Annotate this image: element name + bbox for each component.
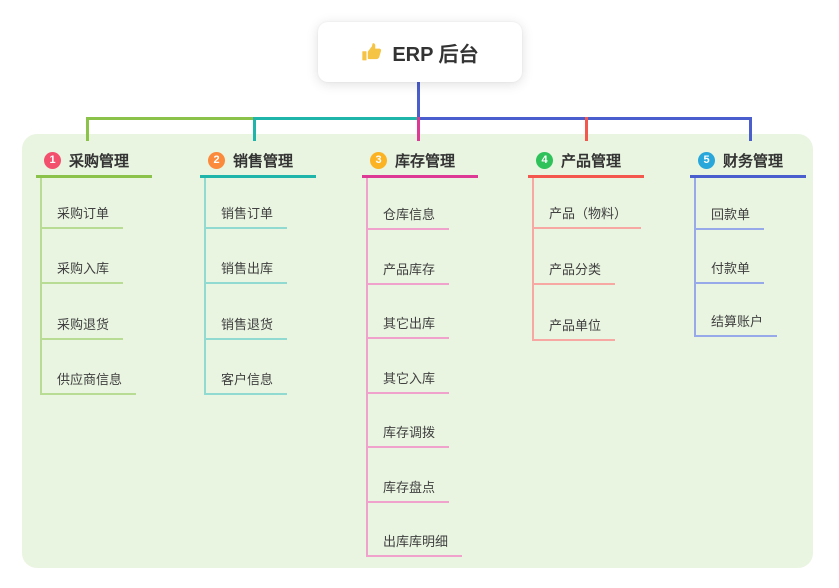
child-node[interactable]: 客户信息 bbox=[204, 371, 288, 395]
branch-node-5[interactable]: 5 财务管理 bbox=[690, 146, 806, 178]
branch-number-badge: 4 bbox=[536, 152, 553, 169]
child-label: 其它出库 bbox=[383, 316, 436, 331]
child-node[interactable]: 采购退货 bbox=[40, 316, 124, 340]
branch-number-badge: 3 bbox=[370, 152, 387, 169]
child-node[interactable]: 产品分类 bbox=[532, 261, 616, 285]
branch-2-children-line bbox=[204, 178, 206, 395]
branch-2-drop-line bbox=[253, 117, 256, 141]
child-node[interactable]: 销售出库 bbox=[204, 260, 288, 284]
branch-4-children-line bbox=[532, 178, 534, 341]
child-label: 采购订单 bbox=[57, 206, 110, 221]
root-title: ERP 后台 bbox=[392, 43, 479, 66]
child-node[interactable]: 库存盘点 bbox=[366, 479, 450, 503]
child-node[interactable]: 销售退货 bbox=[204, 316, 288, 340]
child-node[interactable]: 库存调拨 bbox=[366, 424, 450, 448]
child-label: 产品单位 bbox=[549, 318, 602, 333]
child-label: 付款单 bbox=[711, 261, 751, 276]
branch-1-children-line bbox=[40, 178, 42, 395]
child-label: 库存调拨 bbox=[383, 425, 436, 440]
child-label: 回款单 bbox=[711, 207, 751, 222]
child-node[interactable]: 产品库存 bbox=[366, 261, 450, 285]
child-node[interactable]: 供应商信息 bbox=[40, 371, 137, 395]
child-node[interactable]: 采购订单 bbox=[40, 205, 124, 229]
child-label: 出库库明细 bbox=[383, 534, 449, 549]
child-node[interactable]: 销售订单 bbox=[204, 205, 288, 229]
branch-label: 产品管理 bbox=[561, 153, 622, 170]
child-node[interactable]: 付款单 bbox=[694, 260, 765, 284]
child-label: 产品分类 bbox=[549, 262, 602, 277]
child-label: 结算账户 bbox=[711, 314, 764, 329]
child-label: 库存盘点 bbox=[383, 480, 436, 495]
child-label: 供应商信息 bbox=[57, 372, 123, 387]
thumbs-up-icon bbox=[361, 42, 382, 63]
branch-node-1[interactable]: 1 采购管理 bbox=[36, 146, 152, 178]
root-node[interactable]: ERP 后台 bbox=[318, 22, 522, 82]
branch-3-drop-line bbox=[417, 117, 420, 141]
branch-number-badge: 1 bbox=[44, 152, 61, 169]
child-node[interactable]: 采购入库 bbox=[40, 260, 124, 284]
branch-node-3[interactable]: 3 库存管理 bbox=[362, 146, 478, 178]
child-label: 销售订单 bbox=[221, 206, 274, 221]
branch-number-badge: 2 bbox=[208, 152, 225, 169]
branch-node-2[interactable]: 2 销售管理 bbox=[200, 146, 316, 178]
child-node[interactable]: 出库库明细 bbox=[366, 533, 463, 557]
branch-1-drop-line bbox=[86, 117, 89, 141]
child-node[interactable]: 其它入库 bbox=[366, 370, 450, 394]
branch-number-badge: 5 bbox=[698, 152, 715, 169]
child-label: 仓库信息 bbox=[383, 207, 436, 222]
child-label: 产品库存 bbox=[383, 262, 436, 277]
bus-segment-blue bbox=[417, 117, 752, 120]
child-label: 产品（物料） bbox=[549, 206, 628, 221]
bus-segment-teal bbox=[254, 117, 420, 120]
child-label: 其它入库 bbox=[383, 371, 436, 386]
child-node[interactable]: 产品（物料） bbox=[532, 205, 642, 229]
child-label: 客户信息 bbox=[221, 372, 274, 387]
branch-5-children-line bbox=[694, 178, 696, 337]
background-panel bbox=[22, 134, 813, 568]
branch-5-drop-line bbox=[749, 117, 752, 141]
branch-3-children-line bbox=[366, 178, 368, 557]
child-node[interactable]: 产品单位 bbox=[532, 317, 616, 341]
branch-4-drop-line bbox=[585, 117, 588, 141]
child-node[interactable]: 仓库信息 bbox=[366, 206, 450, 230]
child-label: 采购入库 bbox=[57, 261, 110, 276]
branch-label: 库存管理 bbox=[395, 153, 456, 170]
child-label: 采购退货 bbox=[57, 317, 110, 332]
child-node[interactable]: 结算账户 bbox=[694, 313, 778, 337]
branch-label: 财务管理 bbox=[723, 153, 784, 170]
child-label: 销售退货 bbox=[221, 317, 274, 332]
child-node[interactable]: 其它出库 bbox=[366, 315, 450, 339]
branch-label: 采购管理 bbox=[69, 153, 130, 170]
child-label: 销售出库 bbox=[221, 261, 274, 276]
bus-segment-green bbox=[86, 117, 255, 120]
child-node[interactable]: 回款单 bbox=[694, 206, 765, 230]
root-connector-line bbox=[417, 82, 420, 118]
branch-node-4[interactable]: 4 产品管理 bbox=[528, 146, 644, 178]
branch-label: 销售管理 bbox=[233, 153, 294, 170]
